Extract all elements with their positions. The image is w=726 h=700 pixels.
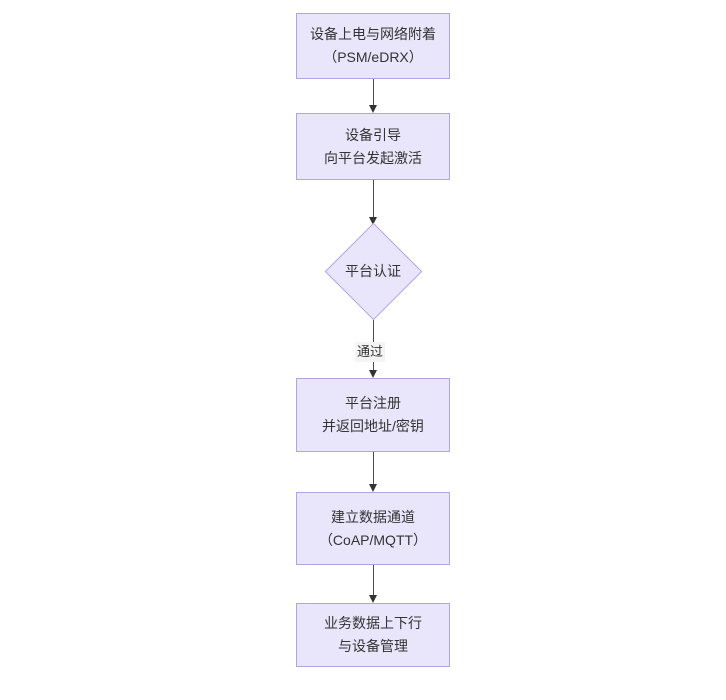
arrowhead-icon — [369, 484, 377, 492]
node-label-line1: 平台认证 — [345, 263, 401, 279]
node-label-line1: 平台注册 — [345, 395, 401, 411]
node-label-line1: 建立数据通道 — [331, 508, 415, 525]
node-label-line2: 向平台发起激活 — [324, 149, 422, 166]
node-label-line2: 与设备管理 — [338, 638, 408, 654]
connector-line — [373, 565, 374, 595]
flowchart-node-power-on[interactable]: 设备上电与网络附着 （PSM/eDRX） — [296, 13, 450, 79]
connector-line — [373, 79, 374, 105]
edge-label-pass: 通过 — [355, 342, 386, 362]
flowchart-node-platform-register[interactable]: 平台注册 并返回地址/密钥 — [296, 378, 450, 452]
arrowhead-icon — [369, 370, 377, 378]
flowchart-node-platform-auth[interactable]: 平台认证 — [324, 222, 422, 320]
node-label-line2: 并返回地址/密钥 — [322, 418, 424, 434]
flowchart-node-business-data[interactable]: 业务数据上下行 与设备管理 — [296, 603, 450, 667]
node-label-line1: 设备引导 — [345, 126, 401, 143]
flowchart-node-data-channel[interactable]: 建立数据通道 （CoAP/MQTT） — [296, 492, 450, 565]
arrowhead-icon — [369, 217, 377, 225]
node-label-line1: 设备上电与网络附着 — [310, 26, 436, 42]
arrowhead-icon — [369, 105, 377, 113]
flowchart-node-device-bootstrap[interactable]: 设备引导 向平台发起激活 — [296, 113, 450, 180]
connector-line — [373, 452, 374, 484]
node-label-line2: （PSM/eDRX） — [323, 49, 423, 65]
arrowhead-icon — [369, 595, 377, 603]
node-label-line2: （CoAP/MQTT） — [318, 531, 428, 548]
node-label-line1: 业务数据上下行 — [324, 615, 422, 631]
connector-line — [373, 180, 374, 217]
